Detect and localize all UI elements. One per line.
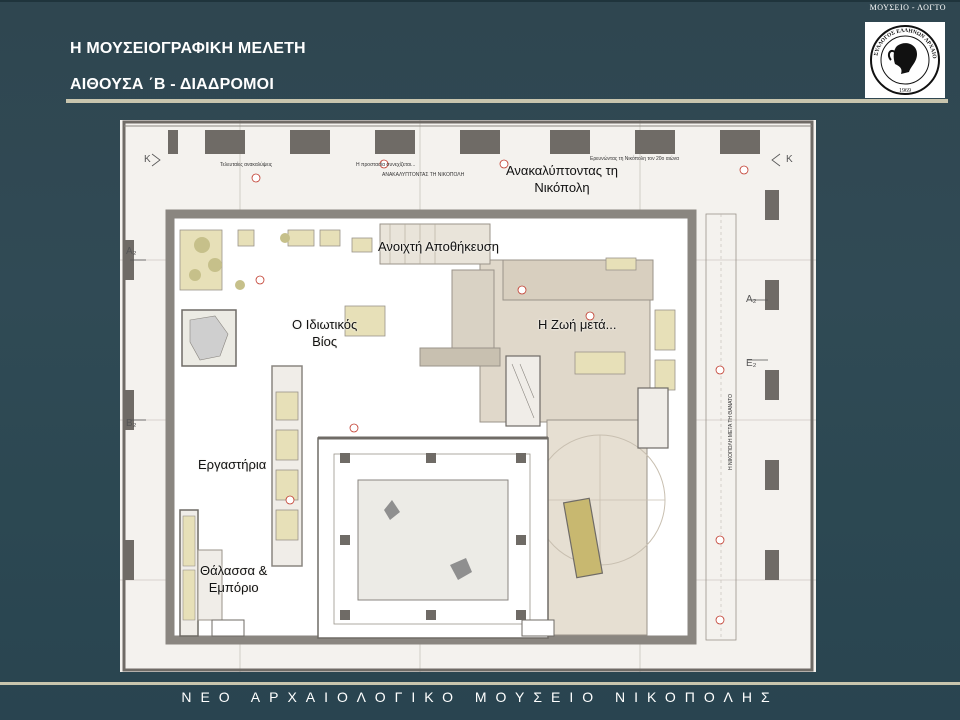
section-marker-a2-right: A₂: [746, 294, 757, 305]
top-border: [0, 0, 960, 2]
section-marker-b2: B₂: [126, 418, 137, 429]
section-marker-e2: E₂: [746, 358, 757, 369]
page-title: Η ΜΟΥΣΕΙΟΓΡΑΦΙΚΗ ΜΕΛΕΤΗ: [70, 40, 306, 57]
floor-plan-drawing: K K A₂ A₂ E₂ B₂ Τελευταίες ανακαλύψεις Η…: [120, 120, 816, 672]
section-marker-k-left: K: [144, 154, 151, 165]
footer-museum-name: ΝΕΟ ΑΡΧΑΙΟΛΟΓΙΚΟ ΜΟΥΣΕΙΟ ΝΙΚΟΠΟΛΗΣ: [181, 689, 779, 705]
section-marker-k-right: K: [786, 154, 793, 165]
note-top-left: Τελευταίες ανακαλύψεις: [220, 161, 273, 168]
note-band: ΑΝΑΚΑΛΥΠΤΟΝΤΑΣ ΤΗ ΝΙΚΟΠΟΛΗ: [382, 172, 465, 178]
corner-label: ΜΟΥΣΕΙΟ - ΛΟΓΤΟ: [869, 3, 946, 12]
logo-year: 1969: [899, 88, 911, 94]
title-divider: [66, 99, 948, 103]
association-logo: 1969 ΣΥΛΛΟΓΟΣ ΕΛΛΗΝΩΝ ΑΡΧΑΙΟΛΟΓΩΝ: [863, 18, 945, 98]
note-side: Η ΝΙΚΟΠΟΛΗ ΜΕΤΑ ΤΗ ΘΑΝΑΤΟ: [728, 394, 734, 470]
floor-plan: K K A₂ A₂ E₂ B₂ Τελευταίες ανακαλύψεις Η…: [120, 120, 816, 672]
zone-label-sea-trade: Θάλασσα & Εμπόριο: [200, 563, 268, 595]
zone-label-workshops: Εργαστήρια: [198, 457, 267, 472]
page-subtitle: ΑΙΘΟΥΣΑ ΄Β - ΔΙΑΔΡΟΜΟΙ: [70, 76, 274, 93]
footer-divider: [0, 682, 960, 685]
zone-label-life-after: Η Ζωή μετά...: [538, 317, 617, 332]
zone-label-open-storage: Ανοιχτή Αποθήκευση: [378, 239, 499, 254]
note-top-mid: Η προστασία συνεχίζεται...: [356, 162, 415, 168]
section-marker-a2-left: A₂: [126, 246, 137, 257]
zone-label-private-life: Ο Ιδιωτικός Βίος: [292, 317, 358, 349]
zone-label-discovering: Ανακαλύπτοντας τη Νικόπολη: [506, 163, 618, 195]
note-top-right: Ερευνώντας τη Νικόπολη τον 20ο αιώνα: [590, 155, 679, 162]
